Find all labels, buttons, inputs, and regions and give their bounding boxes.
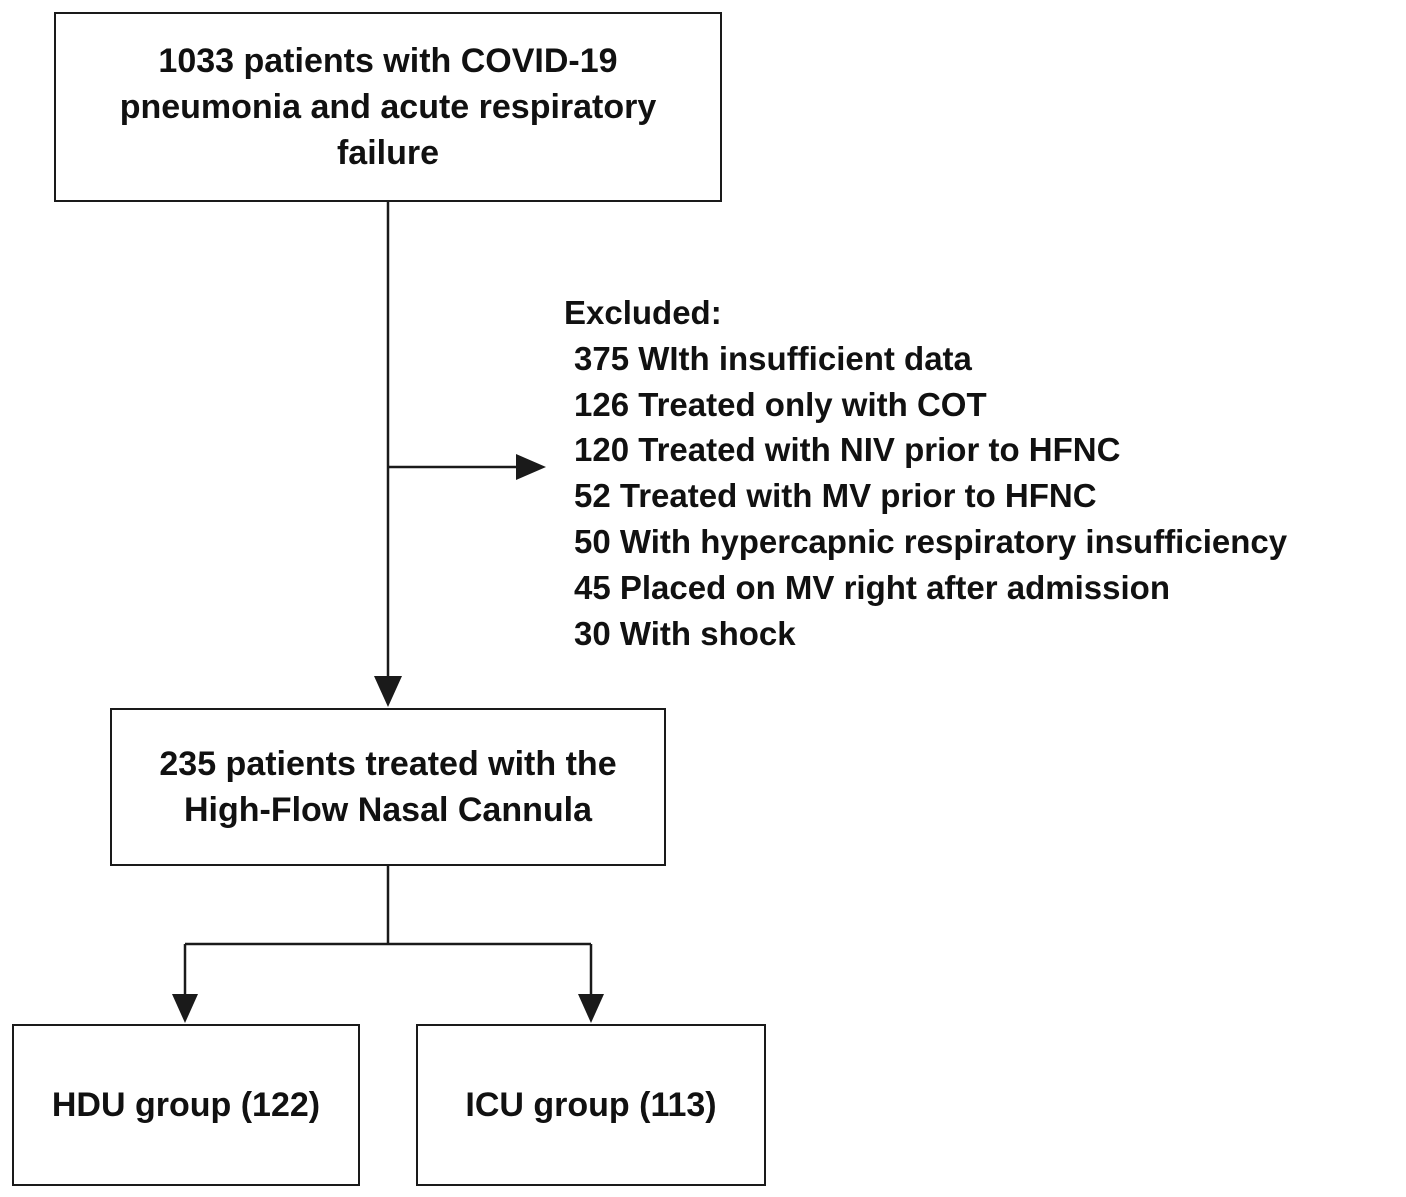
total-patients-box: 1033 patients with COVID-19 pneumonia an… <box>54 12 722 202</box>
excluded-list: Excluded: 375 WIth insufficient data 126… <box>564 290 1287 656</box>
arrowhead-down-icu <box>578 994 604 1023</box>
total-patients-line-2: pneumonia and acute respiratory <box>119 88 657 126</box>
excluded-item-shock: 30 With shock <box>574 614 796 652</box>
excluded-item-insufficient-data: 375 WIth insufficient data <box>574 339 972 377</box>
arrowhead-down-hdu <box>172 994 198 1023</box>
excluded-heading: Excluded: <box>564 294 722 331</box>
excluded-item-hypercapnic: 50 With hypercapnic respiratory insuffic… <box>574 522 1288 560</box>
excluded-item-cot-only: 126 Treated only with COT <box>574 385 987 423</box>
hfnc-patients-line-1: 235 patients treated with the <box>159 745 617 783</box>
hdu-group-box: HDU group (122) <box>12 1024 360 1186</box>
total-patients-line-1: 1033 patients with COVID-19 <box>158 42 618 80</box>
icu-group-box: ICU group (113) <box>416 1024 766 1186</box>
arrowhead-down-middle <box>374 676 402 707</box>
excluded-item-niv-prior: 120 Treated with NIV prior to HFNC <box>574 431 1121 469</box>
arrowhead-right-excluded <box>516 454 546 480</box>
hdu-group-label: HDU group (122) <box>51 1085 321 1124</box>
total-patients-line-3: failure <box>336 134 440 172</box>
icu-group-label: ICU group (113) <box>465 1085 717 1124</box>
hfnc-patients-line-2: High-Flow Nasal Cannula <box>183 791 593 829</box>
excluded-item-mv-prior: 52 Treated with MV prior to HFNC <box>574 477 1097 515</box>
excluded-item-mv-admission: 45 Placed on MV right after admission <box>574 568 1170 606</box>
hfnc-patients-box: 235 patients treated with the High-Flow … <box>110 708 666 866</box>
